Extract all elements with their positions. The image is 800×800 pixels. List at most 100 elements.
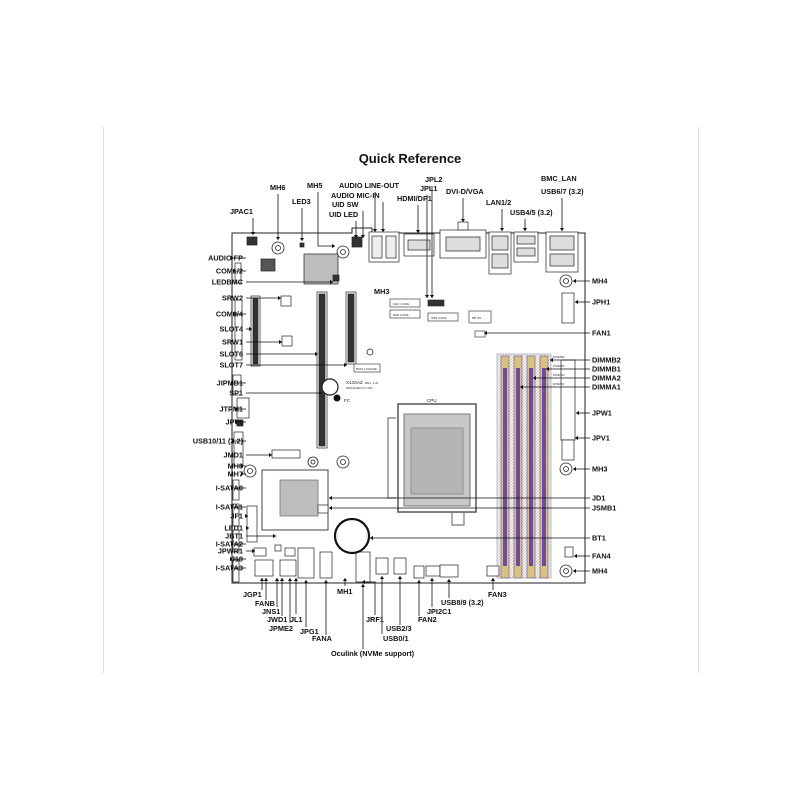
model-text: X13SAZ [346,380,363,385]
bios-license-sticker [353,363,381,373]
fan2 [413,565,425,579]
isata2 [232,529,240,553]
mh-center-hole [336,455,350,469]
pch-heatsink [261,469,329,531]
callout-bottom-usb2-3: USB2/3 [386,624,412,633]
bar-code-sticker [389,309,421,319]
jsmb1 [317,504,329,514]
callout-left-slot6: SLOT6 [219,350,243,359]
callout-top-dvi-d-vga: DVI-D/VGA [446,187,484,196]
cpu-socket [387,403,477,526]
callout-right-jpv1: JPV1 [592,434,610,443]
callout-top-mh6: MH6 [270,183,285,192]
battery-bt1 [333,517,371,555]
callout-left-audio-fp: AUDIO FP [208,254,243,263]
callout-top-usb6-7-3-2: USB6/7 (3.2) [541,187,584,196]
callout-bottom-fan3: FAN3 [488,590,507,599]
callout-left-slot4: SLOT4 [219,325,243,334]
callout-top-mh3: MH3 [374,287,389,296]
jpg1 [297,547,315,579]
com34-header [234,299,243,361]
bottom-headers [254,504,500,583]
callout-top-uid-led: UID LED [329,210,358,219]
ipmi-code-sticker [427,312,459,322]
jpme2 [279,559,297,577]
callout-top-audio-line-out: AUDIO LINE-OUT [339,181,400,190]
callout-left-mh8: MH8 [228,462,243,471]
oculink [355,551,371,583]
mh6-hole [271,241,285,255]
callout-bottom-fan2: FAN2 [418,615,437,624]
callout-right-dimma2: DIMMA2 [592,374,621,383]
jgp1 [254,559,274,577]
callout-right-jpw1: JPW1 [592,409,612,418]
speaker-sp1 [321,378,339,396]
callout-left-usb10-11-3-2: USB10/11 (3.2) [193,437,244,446]
callout-left-i-sata1: I-SATA1 [216,503,243,512]
callout-top-usb4-5-3-2: USB4/5 (3.2) [510,208,553,217]
callout-left-jtpm1: JTPM1 [219,405,243,414]
callout-right-mh4: MH4 [592,567,608,576]
uid-led-switch [351,236,363,248]
page-title: Quick Reference [358,151,462,166]
usb1011-header [233,431,244,467]
isata0 [232,479,240,501]
mh8-hole [243,464,257,478]
callout-right-dimmb1: DIMMB1 [592,365,621,374]
bb-sn-sticker [468,310,492,324]
callout-left-jpt1: JPT1 [226,418,243,427]
mh4-hole-top [559,274,573,288]
jl1 [284,547,296,557]
jbt1 [274,544,282,552]
left-headers [232,374,301,583]
origin-text: DESIGNED IN USA [346,386,373,390]
callout-top-bmc-lan: BMC_LAN [541,174,577,183]
bb-sn-text: BB SN [472,316,481,320]
callout-left-led1: LED1 [224,524,243,533]
screw-mark [366,348,374,356]
callout-bottom-usb0-1: USB0/1 [383,634,409,643]
callout-bottom-jwd1: JWD1 [267,615,287,624]
top-left-chips [234,253,340,347]
mh5-hole [336,245,350,259]
jph1-header [561,292,575,324]
fan4-header [564,546,574,558]
callout-leaders [230,186,590,649]
jpwr1 [253,547,267,557]
callout-labels: AUDIO FPCOM1/2LEDBMCSRW2COM3/4SLOT4SRW1S… [193,174,621,658]
rev-text: REV: 1.01 [365,381,379,385]
jpl2-header [427,299,445,307]
callout-top-uid-sw: UID SW [332,200,358,209]
stickers [353,298,492,373]
callout-right-dimma1: DIMMA1 [592,383,621,392]
callout-right-mh3: MH3 [592,465,607,474]
mh-mid-hole [307,456,319,468]
cert-logos: FC [333,394,351,403]
isata3 [232,559,240,583]
callout-left-mh7: MH7 [228,470,243,479]
callout-bottom-jrf1: JRF1 [366,615,384,624]
callout-bottom-oculink-nvme-support: Oculink (NVMe support) [331,649,415,658]
jpt1 [236,419,244,427]
dimm-slots [496,353,552,579]
callout-bottom-mh1: MH1 [337,587,352,596]
jpv1-header [561,439,575,461]
dimm-silk-dimmb2: DIMMB2 [553,355,565,359]
callout-bottom-fanb: FANB [255,599,275,608]
callout-right-dimmb2: DIMMB2 [592,356,621,365]
jmd1-m2 [271,449,301,459]
callout-left-i-sata3: I-SATA3 [216,564,243,573]
mounting-holes [243,241,573,578]
led3-chip [299,242,305,248]
rear-io [246,221,579,275]
callout-right-bt1: BT1 [592,534,606,543]
srw2 [280,295,292,307]
isata1 [232,503,240,527]
audio-codec [260,258,276,272]
callout-left-slot7: SLOT7 [219,361,243,370]
callout-left-jipmb1: JIPMB1 [217,379,243,388]
callout-left-srw1: SRW1 [222,338,243,347]
callout-left-jf1: JF1 [230,512,243,521]
callout-left-com3-4: COM3/4 [216,310,244,319]
callout-top-mh5: MH5 [307,181,322,190]
